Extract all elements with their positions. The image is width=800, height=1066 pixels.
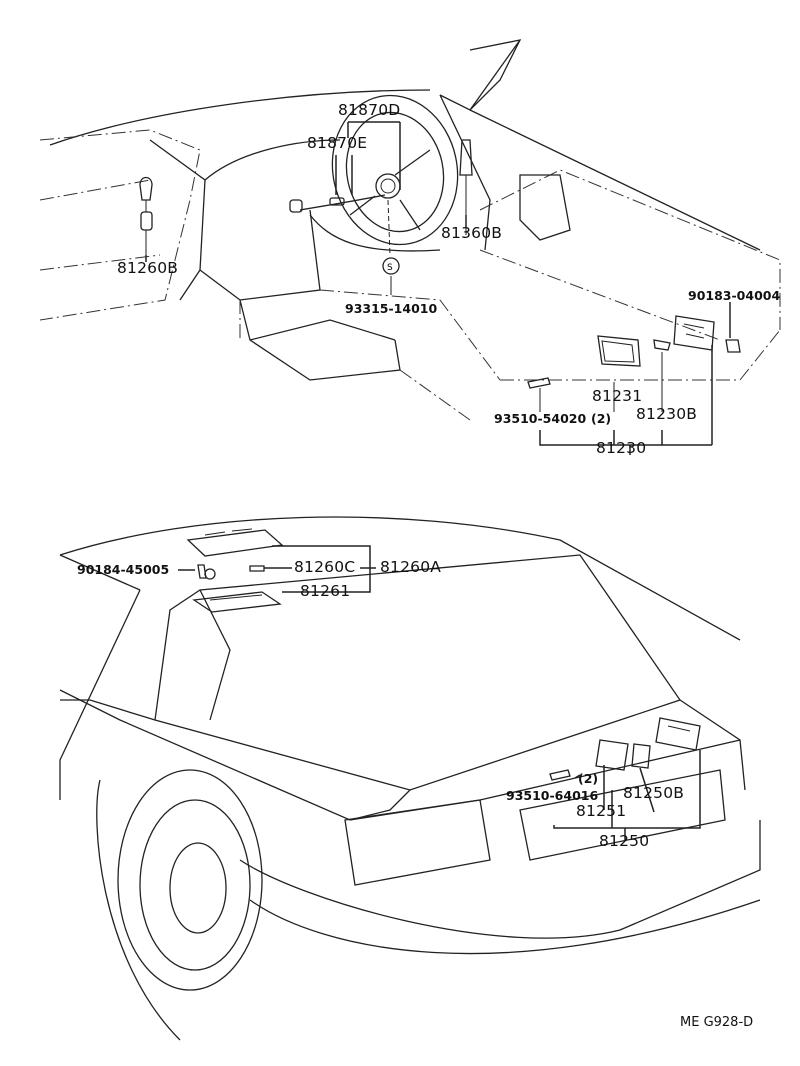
label-93510-54020-qty: (2) xyxy=(591,411,612,426)
label-81260A: 81260A xyxy=(380,558,442,576)
label-81360B: 81360B xyxy=(441,224,503,242)
label-90184-45005: 90184-45005 xyxy=(77,562,170,577)
label-81250B: 81250B xyxy=(623,784,685,802)
label-93510-64016: 93510-64016 xyxy=(506,788,599,803)
label-81231: 81231 xyxy=(592,387,643,405)
label-81251: 81251 xyxy=(576,802,627,820)
reference-code: ME G928-D xyxy=(680,1015,754,1030)
rear-leaders xyxy=(178,545,701,840)
interior-leaders xyxy=(145,121,731,455)
label-93510-64016-qty: (2) xyxy=(578,771,599,786)
label-90183-04004: 90183-04004 xyxy=(688,288,781,303)
label-93315-14010: 93315-14010 xyxy=(345,301,438,316)
label-81260B: 81260B xyxy=(117,259,179,277)
rear-exterior-view xyxy=(59,516,761,1041)
label-93510-54020: 93510-54020 xyxy=(494,411,587,426)
label-81250: 81250 xyxy=(599,832,650,850)
label-81870D: 81870D xyxy=(338,101,401,119)
label-81260C: 81260C xyxy=(294,558,356,576)
label-81870E: 81870E xyxy=(307,134,368,152)
svg-text:S: S xyxy=(387,263,393,273)
label-81261: 81261 xyxy=(300,582,351,600)
label-81230B: 81230B xyxy=(636,405,698,423)
label-81230: 81230 xyxy=(596,439,647,457)
interior-view: S xyxy=(39,39,781,421)
